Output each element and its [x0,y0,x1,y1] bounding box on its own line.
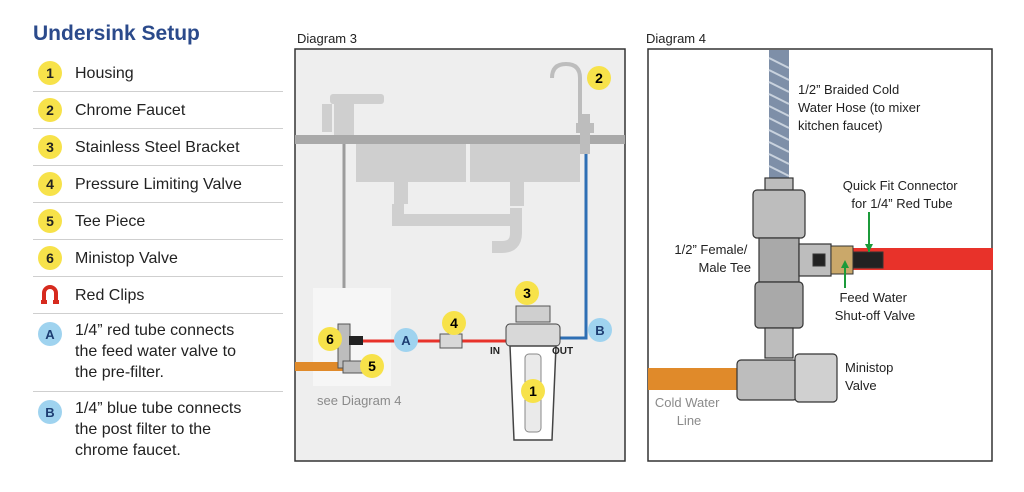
legend-item-pressure-valve: 4 Pressure Limiting Valve [33,166,283,203]
tee-fitting [752,177,832,359]
connector-label: Quick Fit Connector for 1/4” Red Tube [843,178,962,211]
legend-label: Ministop Valve [75,249,178,267]
legend-item-blue-tube: B 1/4” blue tube connects the post filte… [33,392,283,469]
hose-label: 1/2” Braided Cold Water Hose (to mixer k… [798,82,924,133]
legend-label: 1/4” red tube connects the feed water va… [75,320,236,383]
svg-text:B: B [595,323,604,338]
marker-6: 6 [318,327,342,351]
legend-label: Red Clips [75,286,145,304]
legend-label: Housing [75,64,134,82]
legend-item-chrome-faucet: 2 Chrome Faucet [33,92,283,129]
legend-line: the post filter to the [75,421,212,438]
marker-3: 3 [515,281,539,305]
svg-text:6: 6 [326,331,334,347]
letter-badge: A [38,322,62,346]
legend-item-red-clips: Red Clips [33,277,283,314]
legend-label: Pressure Limiting Valve [75,175,242,193]
legend-label: Tee Piece [75,212,146,230]
cold-water-label: Cold Water Line [655,395,723,428]
legend-label: Stainless Steel Bracket [75,138,240,156]
marker-2: 2 [587,66,611,90]
legend-item-ministop-valve: 6 Ministop Valve [33,240,283,277]
legend-line: the feed water valve to [75,343,236,360]
mixer-faucet-ghost [322,94,384,135]
number-badge: 6 [38,246,62,270]
legend-label: 1/4” blue tube connects the post filter … [75,398,241,461]
legend-item-tee-piece: 5 Tee Piece [33,203,283,240]
legend-item-bracket: 3 Stainless Steel Bracket [33,129,283,166]
pressure-valve [439,333,463,349]
filter-housing [505,305,561,441]
marker-5: 5 [360,354,384,378]
legend-item-red-tube: A 1/4” red tube connects the feed water … [33,314,283,392]
countertop [295,135,625,144]
letter-badge: B [38,400,62,424]
number-badge: 5 [38,209,62,233]
legend: 1 Housing 2 Chrome Faucet 3 Stainless St… [33,55,283,469]
legend-label: Chrome Faucet [75,101,186,119]
legend-line: 1/4” blue tube connects [75,400,242,417]
diagram4: 1/2” Braided Cold Water Hose (to mixer k… [647,48,993,462]
diagram4-title: Diagram 4 [646,31,706,46]
svg-text:A: A [401,333,411,348]
svg-text:4: 4 [450,315,458,331]
blue-tube [548,154,588,340]
red-clip-icon [41,285,59,304]
number-badge: 2 [38,98,62,122]
number-badge: 3 [38,135,62,159]
braided-hose [769,50,789,180]
svg-text:2: 2 [595,70,603,86]
sink-ghost [356,144,580,253]
diagram3-title: Diagram 3 [297,31,357,46]
diagram3: IN OUT see Diagram 4 2 3 4 6 5 1 A B [294,48,626,462]
page-title: Undersink Setup [33,22,200,45]
svg-text:1: 1 [529,383,537,399]
marker-4: 4 [442,311,466,335]
in-label: IN [490,346,500,357]
see-diagram-note: see Diagram 4 [317,393,402,408]
hose-weave [768,57,790,177]
ministop-valve [736,353,838,403]
legend-line: chrome faucet. [75,442,181,459]
marker-b: B [588,318,612,342]
ministop-label: Ministop Valve [845,360,897,393]
cold-water-pipe [648,368,748,390]
number-badge: 4 [38,172,62,196]
marker-1: 1 [521,379,545,403]
svg-text:3: 3 [523,285,531,301]
shutoff-label: Feed Water Shut-off Valve [835,290,915,323]
number-badge: 1 [38,61,62,85]
legend-line: the pre-filter. [75,364,164,381]
cold-water-pipe [295,362,343,371]
legend-item-housing: 1 Housing [33,55,283,92]
out-label: OUT [552,346,573,357]
svg-text:5: 5 [368,358,376,374]
marker-a: A [394,328,418,352]
legend-line: 1/4” red tube connects [75,322,235,339]
chrome-faucet [550,61,594,154]
tee-label: 1/2” Female/ Male Tee [674,242,751,275]
